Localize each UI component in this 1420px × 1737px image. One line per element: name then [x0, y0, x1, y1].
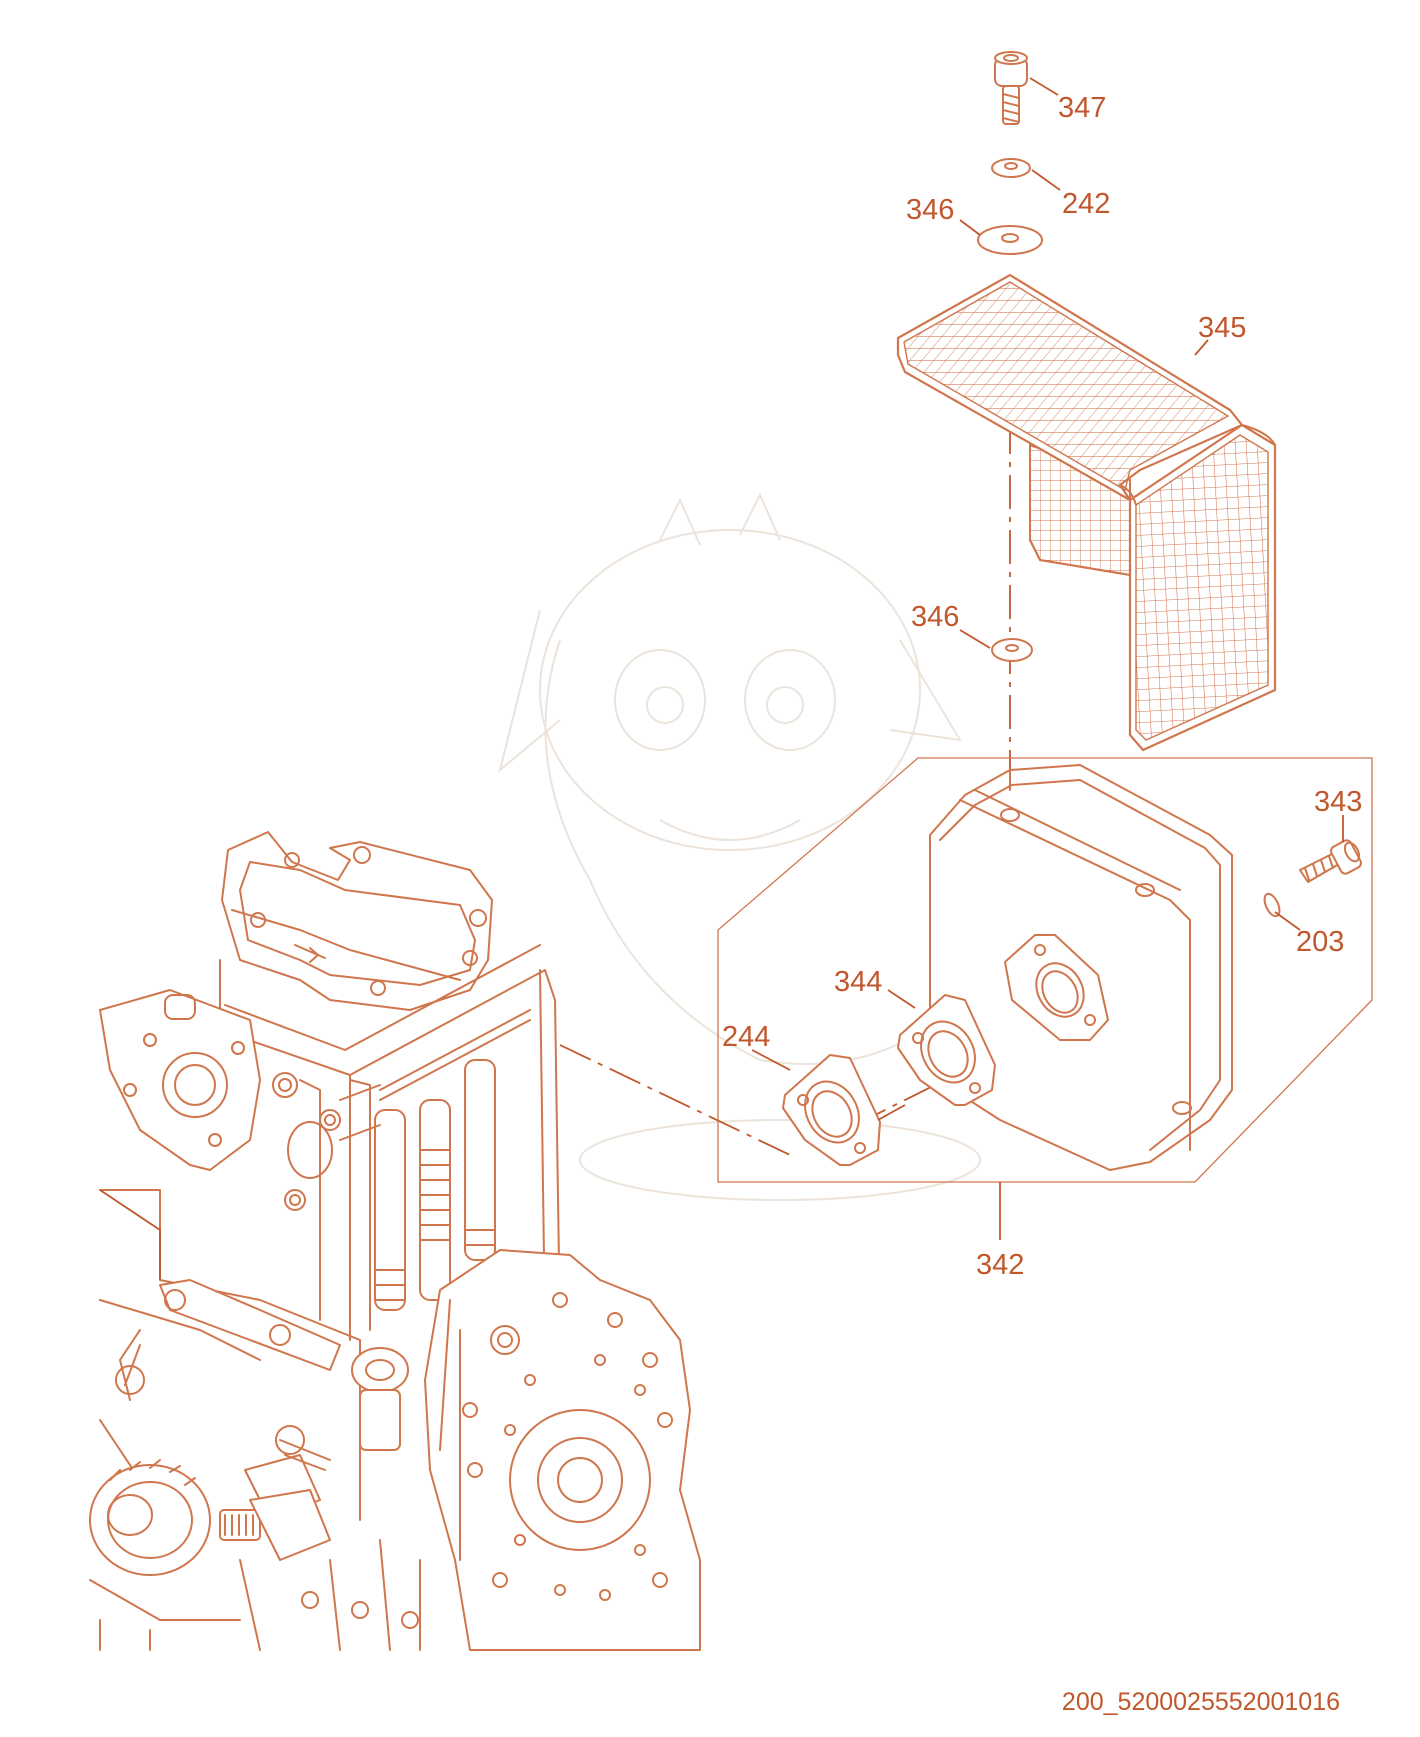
engine-block-drawing	[89, 831, 701, 1651]
spring-washer-203	[1263, 892, 1281, 918]
washer-242	[991, 158, 1031, 178]
callout-244: 244	[722, 1021, 770, 1053]
callout-203: 203	[1296, 926, 1344, 958]
gasket-centerline	[877, 1104, 906, 1121]
callout-343: 343	[1314, 786, 1362, 818]
callout-347: 347	[1058, 92, 1106, 124]
callout-345: 345	[1198, 312, 1246, 344]
callout-342: 342	[976, 1249, 1024, 1281]
callout-242: 242	[1062, 188, 1110, 220]
bolt-343	[1299, 839, 1362, 883]
gasket-244	[782, 1054, 881, 1166]
washer-346-lower	[991, 638, 1033, 662]
bolt-347	[994, 51, 1028, 125]
gasket-344	[897, 994, 996, 1106]
exhaust-centerline-lower	[559, 1044, 791, 1156]
muffler	[929, 764, 1233, 1171]
heat-shield-345	[896, 273, 1277, 752]
washer-346-top	[977, 225, 1043, 255]
callout-346-top: 346	[906, 194, 954, 226]
callout-344: 344	[834, 966, 882, 998]
watermark-illustration	[498, 492, 981, 1201]
drawing-code: 200_5200025552001016	[1062, 1688, 1340, 1716]
leader-lines	[751, 77, 1344, 1240]
assembly-outline-342	[717, 757, 1373, 1183]
callout-346-lower: 346	[911, 601, 959, 633]
